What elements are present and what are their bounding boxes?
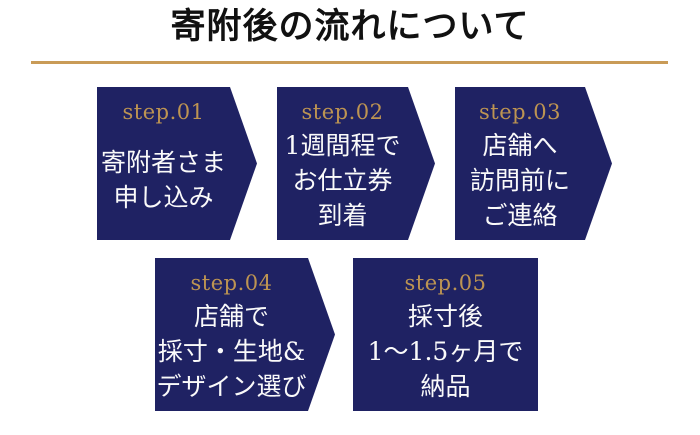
step-card-04: step.04 店舗で 採寸・生地& デザイン選び bbox=[155, 258, 335, 411]
step-number-label: step.02 bbox=[301, 100, 384, 124]
step-text-line: 店舗へ bbox=[482, 130, 558, 160]
step-description: 寄附者さま 申し込み bbox=[101, 126, 226, 234]
step-description: 採寸後 1〜1.5ヶ月で 納品 bbox=[368, 297, 524, 405]
step-number-label: step.01 bbox=[122, 100, 205, 124]
step-text-line: 到着 bbox=[317, 200, 368, 230]
step-card-03: step.03 店舗へ 訪問前に ご連絡 bbox=[455, 87, 612, 240]
step-text-line: 店舗で bbox=[193, 301, 269, 331]
step-description: 1週間程で お仕立券 到着 bbox=[285, 126, 401, 234]
step-text-line: 納品 bbox=[420, 371, 471, 401]
step-description: 店舗へ 訪問前に ご連絡 bbox=[470, 126, 570, 234]
step-text-line: 1〜1.5ヶ月で bbox=[367, 336, 524, 366]
step-number-label: step.05 bbox=[404, 271, 487, 295]
step-text-line: 寄附者さま bbox=[100, 148, 226, 177]
step-text-line: デザイン選び bbox=[156, 371, 307, 401]
step-card-02: step.02 1週間程で お仕立券 到着 bbox=[277, 87, 435, 240]
step-text-line: 申し込み bbox=[113, 183, 214, 212]
step-text-line: 採寸・生地& bbox=[157, 336, 306, 366]
step-card-05: step.05 採寸後 1〜1.5ヶ月で 納品 bbox=[353, 258, 538, 411]
step-number-label: step.04 bbox=[190, 271, 273, 295]
step-number-label: step.03 bbox=[479, 100, 561, 124]
step-text-line: 1週間程で bbox=[284, 130, 401, 160]
step-text-line: お仕立券 bbox=[292, 165, 393, 195]
step-text-line: 採寸後 bbox=[407, 301, 483, 331]
page-title: 寄附後の流れについて bbox=[170, 6, 530, 47]
title-divider bbox=[31, 61, 668, 64]
step-description: 店舗で 採寸・生地& デザイン選び bbox=[156, 297, 306, 405]
step-text-line: 訪問前に bbox=[469, 165, 570, 195]
step-card-01: step.01 寄附者さま 申し込み bbox=[97, 87, 257, 240]
step-text-line: ご連絡 bbox=[482, 200, 558, 230]
